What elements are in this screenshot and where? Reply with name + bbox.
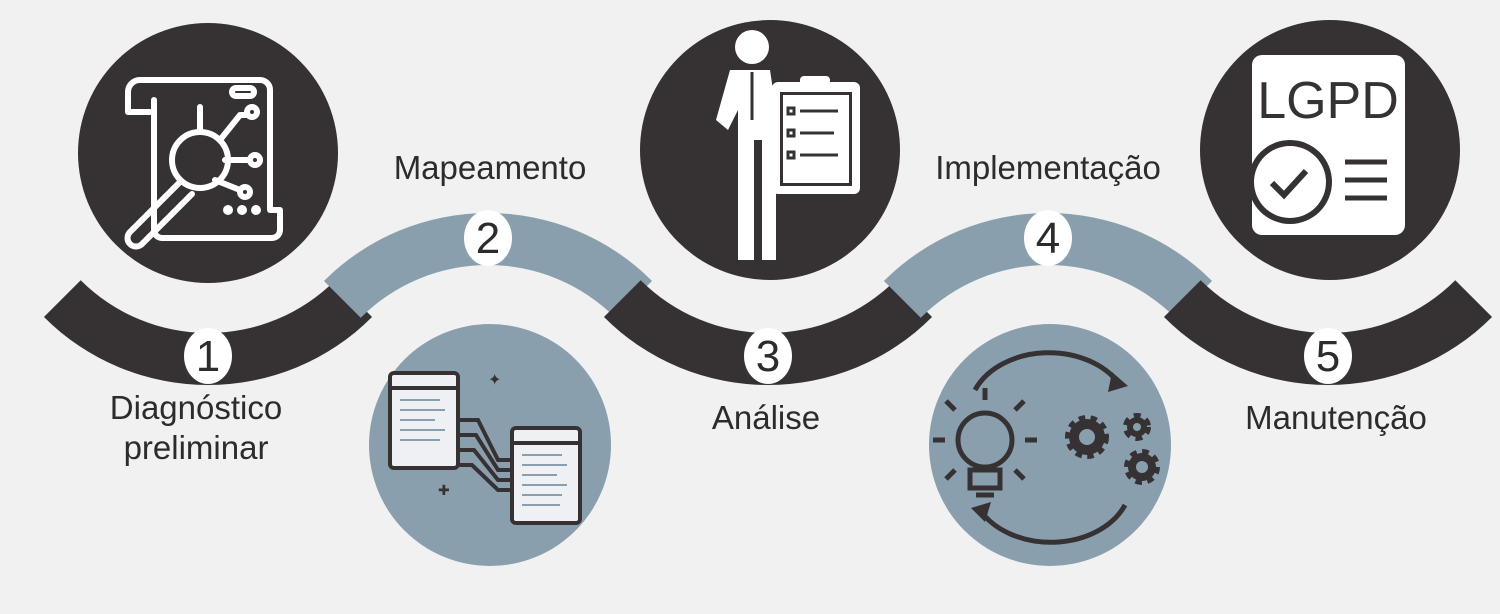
document-magnifier-icon [124,77,283,250]
step-4-number: 4 [1036,214,1060,263]
step-4-arc [883,212,1213,318]
step-1-number: 1 [196,332,220,381]
step-4-circle [929,324,1171,566]
person-clipboard-icon [716,30,860,260]
step-1-arc [43,280,373,385]
step-1-label: Diagnóstico preliminar [110,388,282,468]
lgpd-icon-text: LGPD [1257,72,1399,130]
step-5-badge [1304,328,1352,384]
svg-text:✚: ✚ [438,483,450,499]
step-3-label: Análise [711,399,821,436]
step-2-badge [464,210,512,266]
step-5-number: 5 [1316,332,1340,381]
step-2-number: 2 [476,214,500,263]
step-3-arc [603,280,933,385]
step-1-badge [184,328,232,384]
step-4-label: Implementação [935,149,1161,186]
step-2-label: Mapeamento [393,149,587,186]
step-3-number: 3 [756,332,780,381]
step-5-label: Manutenção [1245,399,1427,436]
svg-text:✦: ✦ [488,370,501,389]
step-1-circle [78,23,338,283]
step-4-badge [1024,210,1072,266]
step-3-badge [744,328,792,384]
lgpd-check-document-icon: LGPD [1248,55,1405,235]
step-5-arc [1163,280,1493,386]
idea-gears-cycle-icon [933,350,1128,545]
step-1-label-line2: preliminar [123,429,269,466]
step-1-label-line1: Diagnóstico [109,389,283,426]
step-2-arc [323,213,653,318]
